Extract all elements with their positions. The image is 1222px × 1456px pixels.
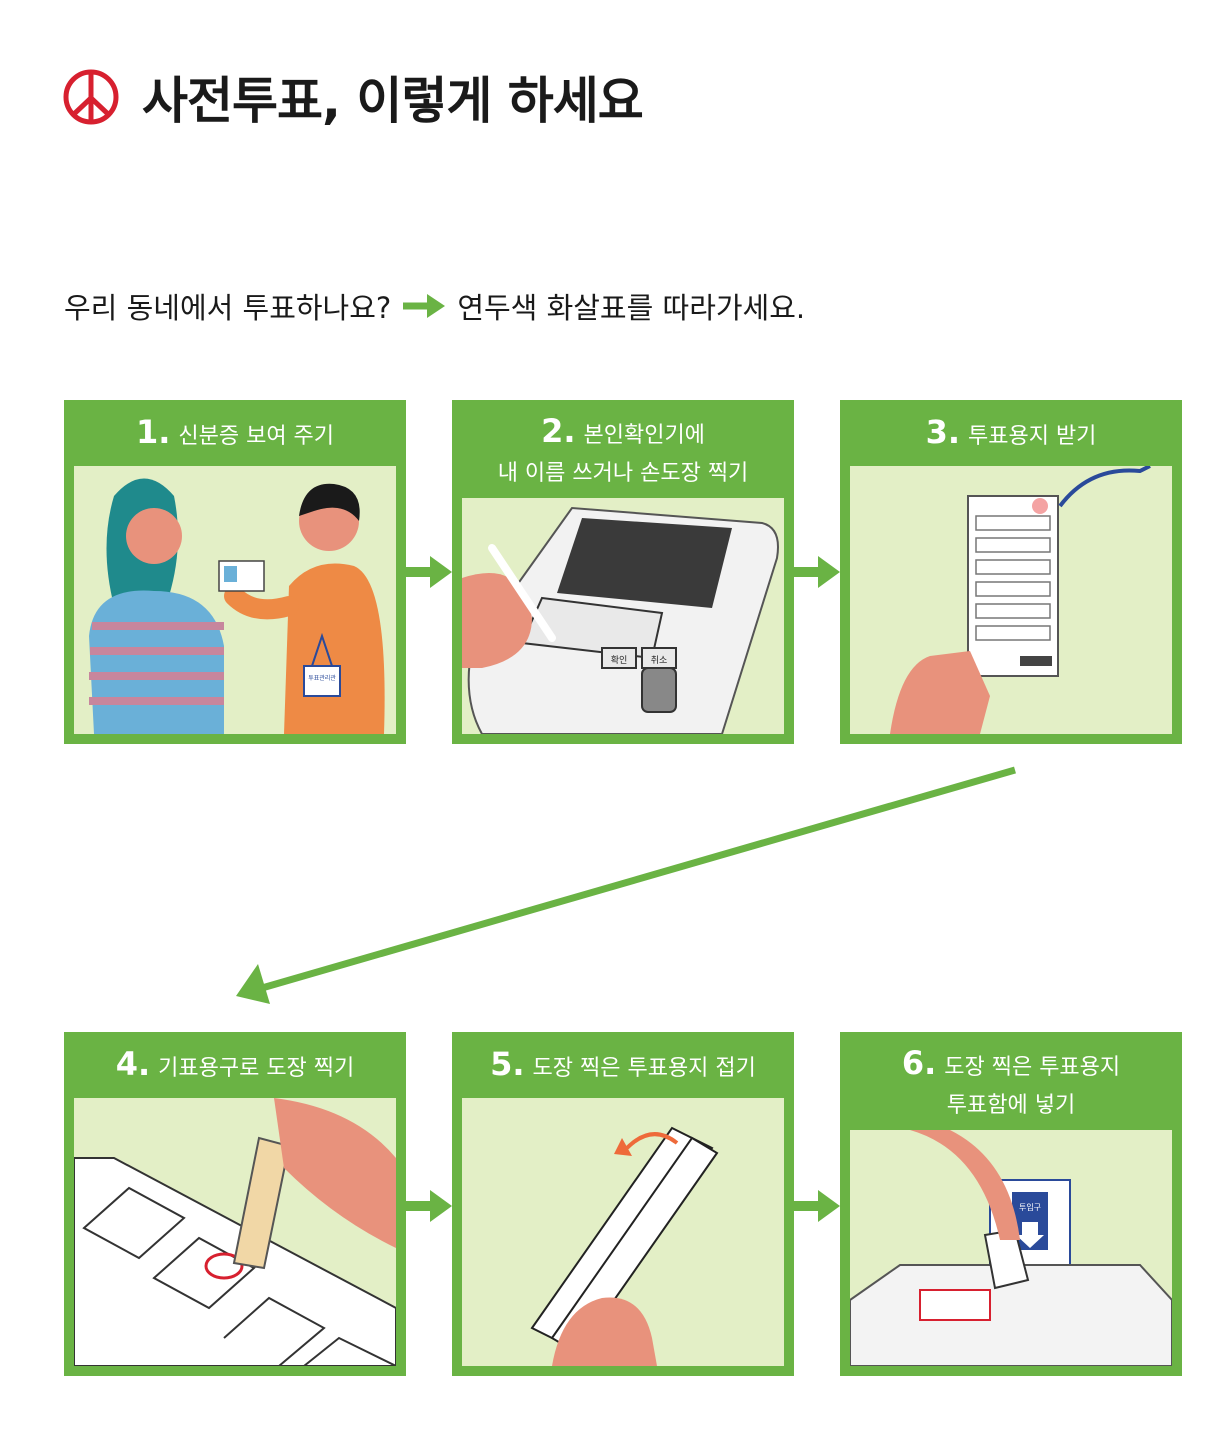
step-2-card: 2. 본인확인기에 내 이름 쓰거나 손도장 찍기 확인 취소 — [452, 400, 794, 744]
ballot-mark-icon — [63, 69, 119, 125]
step-label: 기표용구로 도장 찍기 — [158, 1056, 355, 1082]
identity-verifier-illustration: 확인 취소 — [462, 506, 779, 734]
next-step-arrow-icon — [792, 556, 840, 588]
step-label-line2: 내 이름 쓰거나 손도장 찍기 — [497, 460, 749, 486]
step-number: 1. — [135, 413, 171, 452]
step-1-card: 1. 신분증 보여 주기 투표관리관 — [64, 400, 406, 744]
verifier-ok-text: 확인 — [611, 654, 628, 666]
step-label: 투표용지 받기 — [967, 424, 1097, 450]
step-1-illustration: 투표관리관 — [74, 466, 396, 734]
stamping-illustration — [74, 1098, 396, 1366]
intro-instruction: 연두색 화살표를 따라가세요. — [457, 291, 806, 325]
ballot-box-illustration: 투입구 — [850, 1130, 1172, 1366]
step-label: 신분증 보여 주기 — [178, 424, 335, 450]
next-step-arrow-icon — [404, 556, 452, 588]
step-4-illustration — [74, 1098, 396, 1366]
step-3-header: 3. 투표용지 받기 — [840, 400, 1182, 466]
page-header: 사전투표, 이렇게 하세요 — [62, 62, 644, 132]
step-2-illustration: 확인 취소 — [462, 498, 784, 734]
step-number: 4. — [115, 1045, 151, 1084]
step-6-illustration: 투입구 — [850, 1130, 1172, 1366]
step-3-card: 3. 투표용지 받기 — [840, 400, 1182, 744]
step-label-line2: 투표함에 넣기 — [946, 1092, 1076, 1118]
step-label: 본인확인기에 — [583, 423, 705, 449]
next-step-arrow-icon — [792, 1190, 840, 1222]
step-4-header: 4. 기표용구로 도장 찍기 — [64, 1032, 406, 1098]
step-5-header: 5. 도장 찍은 투표용지 접기 — [452, 1032, 794, 1098]
step-5-card: 5. 도장 찍은 투표용지 접기 — [452, 1032, 794, 1376]
step-number: 2. — [541, 412, 576, 451]
step-2-header: 2. 본인확인기에 내 이름 쓰거나 손도장 찍기 — [452, 400, 794, 498]
step-label: 도장 찍은 투표용지 접기 — [532, 1056, 756, 1082]
step-1-header: 1. 신분증 보여 주기 — [64, 400, 406, 466]
step-6-header: 6. 도장 찍은 투표용지 투표함에 넣기 — [840, 1032, 1182, 1130]
next-step-arrow-icon — [404, 1190, 452, 1222]
intro-text: 우리 동네에서 투표하나요? 연두색 화살표를 따라가세요. — [64, 284, 805, 328]
step-4-card: 4. 기표용구로 도장 찍기 — [64, 1032, 406, 1376]
step-5-illustration — [462, 1098, 784, 1366]
id-check-illustration: 투표관리관 — [89, 478, 385, 734]
step-number: 6. — [901, 1044, 937, 1083]
page-title: 사전투표, 이렇게 하세요 — [142, 72, 644, 130]
step-number: 3. — [925, 413, 960, 452]
verifier-cancel-text: 취소 — [651, 655, 668, 666]
ballot-receive-illustration — [890, 466, 1151, 734]
step-3-illustration — [850, 466, 1172, 734]
step-6-card: 6. 도장 찍은 투표용지 투표함에 넣기 투입구 — [840, 1032, 1182, 1376]
folding-illustration — [530, 1126, 719, 1366]
green-arrow-icon — [403, 294, 446, 318]
intro-question: 우리 동네에서 투표하나요? — [64, 291, 392, 325]
slot-label: 투입구 — [1019, 1203, 1041, 1212]
step-number: 5. — [490, 1045, 525, 1084]
step-label: 도장 찍은 투표용지 — [944, 1055, 1121, 1081]
badge-text: 투표관리관 — [308, 674, 336, 682]
